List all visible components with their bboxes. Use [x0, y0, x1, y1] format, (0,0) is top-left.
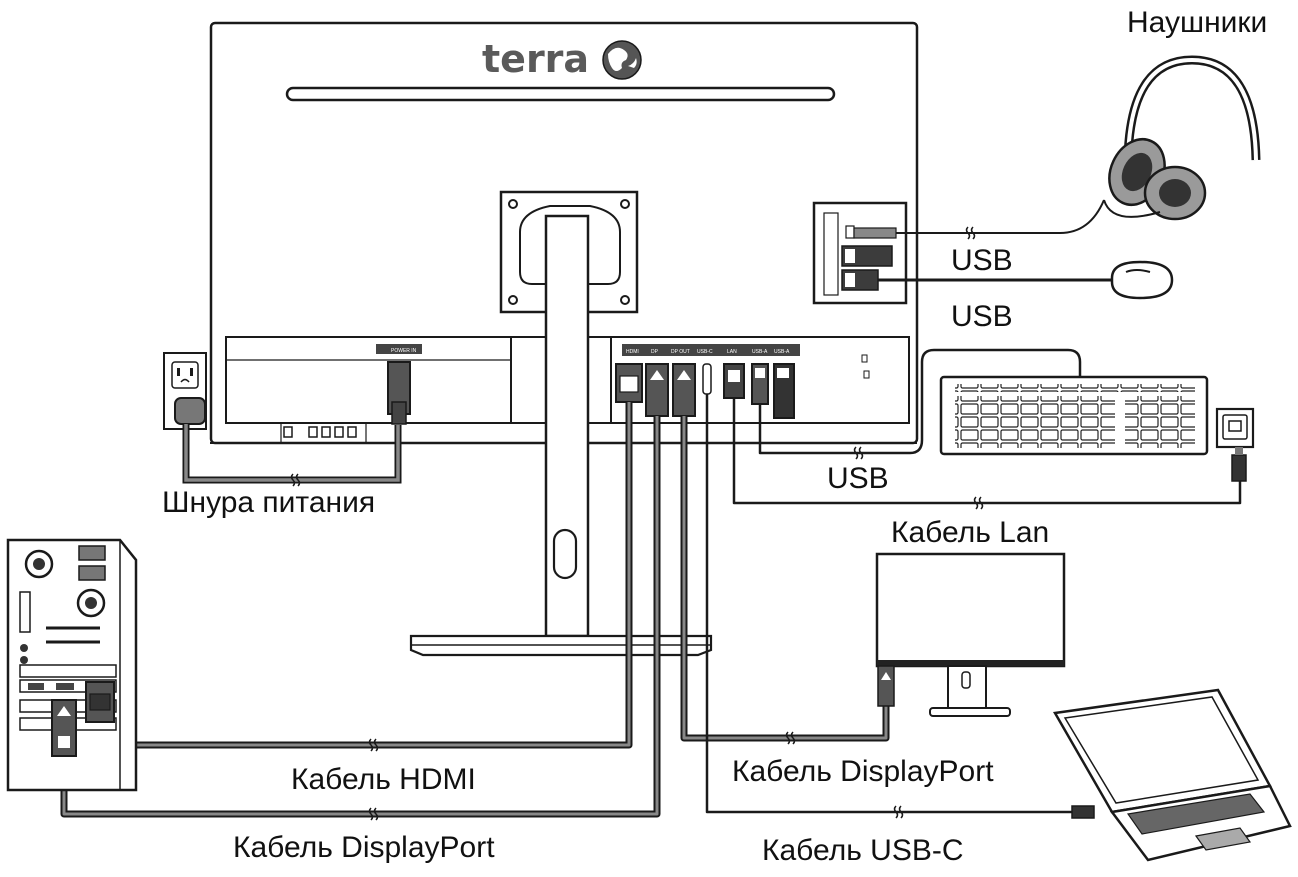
keyboard-icon: [939, 375, 1209, 456]
lan-cable-line: [732, 398, 1242, 505]
port-label-hdmi: HDMI: [626, 349, 639, 355]
label-usb-bottom: USB: [827, 462, 889, 495]
label-hdmi-cable: Кабель HDMI: [291, 763, 476, 796]
label-usb-keyboard: USB: [951, 300, 1013, 333]
brand-logo: terra: [482, 37, 590, 81]
second-monitor-icon: [875, 552, 1066, 717]
port-label-dp-out: DP OUT: [671, 349, 690, 355]
headphones-icon: [1103, 55, 1261, 221]
port-label-power: POWER IN: [391, 348, 417, 354]
usb-keyboard-cable-line: [758, 348, 1082, 455]
pc-connectors: [51, 681, 115, 757]
port-label-usb-a1: USB-A: [752, 349, 768, 355]
laptop-icon: [1052, 688, 1292, 862]
wall-outlet: [163, 352, 207, 430]
port-label-usb-a2: USB-A: [774, 349, 790, 355]
port-label-lan: LAN: [727, 349, 737, 355]
usbc-cable-line: [705, 394, 1072, 814]
headphone-cable-line: [896, 199, 1105, 234]
cable-break-marks: [290, 226, 984, 821]
dp-cable-monitor-line: [680, 416, 890, 742]
label-usb-mouse: USB: [951, 244, 1013, 277]
label-dp-cable-pc: Кабель DisplayPort: [233, 831, 495, 864]
terra-globe-icon: [602, 40, 642, 80]
mouse-icon: [1110, 260, 1174, 300]
label-power-cord: Шнура питания: [162, 486, 376, 519]
monitor-stand: [409, 214, 713, 657]
label-lan-cable: Кабель Lan: [891, 516, 1050, 549]
label-dp-cable-monitor: Кабель DisplayPort: [732, 755, 994, 788]
lan-wall-jack: [1215, 407, 1255, 482]
monitor-connectors: [615, 363, 795, 419]
port-label-dp: DP: [651, 349, 659, 355]
label-usbc-cable: Кабель USB-C: [762, 834, 964, 867]
port-label-usb-c: USB-C: [697, 349, 713, 355]
side-port-panel: [812, 201, 908, 305]
label-headphones: Наушники: [1127, 6, 1268, 39]
